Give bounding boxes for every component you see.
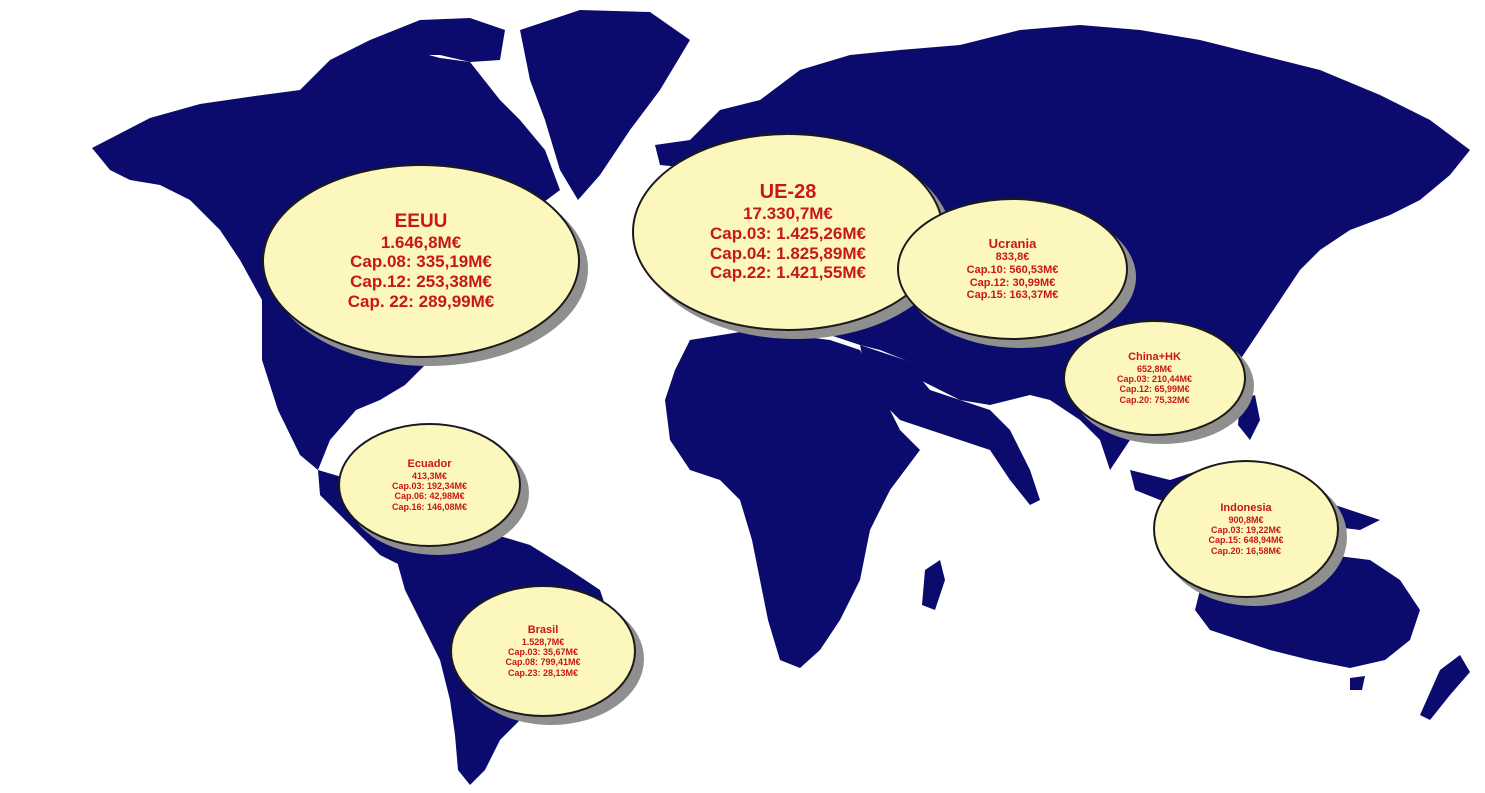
chapter-line: Cap.16: 146,08M€ [391,501,468,512]
region-total: 1.528,7M€ [521,636,565,647]
region-name: Ucrania [988,235,1037,251]
region-name: Indonesia [1220,501,1272,514]
region-total: 652,8M€ [1136,363,1173,374]
chapter-line: Cap.20: 16,58M€ [1210,545,1282,556]
region-total: 833,8€ [995,251,1030,264]
chapter-line: Cap.12: 30,99M€ [969,276,1056,289]
chapter-line: Cap.20: 75,32M€ [1119,394,1190,405]
chapter-line: Cap.12: 65,99M€ [1119,384,1190,395]
chapter-line: Cap. 22: 289,99M€ [347,291,495,311]
callout-eeuu: EEUU 1.646,8M€ Cap.08: 335,19M€ Cap.12: … [262,164,580,358]
region-total: 900,8M€ [1228,514,1264,525]
callout-ucrania: Ucrania 833,8€ Cap.10: 560,53M€ Cap.12: … [897,198,1128,340]
region-name: Ecuador [407,457,452,470]
chapter-line: Cap.15: 648,94M€ [1208,535,1284,546]
madagascar-landmass [922,560,945,610]
arabia-india-landmass [860,345,1040,505]
region-name: UE-28 [759,180,817,203]
greenland-landmass [520,10,690,200]
chapter-line: Cap.03: 35,67M€ [507,646,579,657]
chapter-line: Cap.06: 42,98M€ [394,491,465,502]
region-name: China+HK [1128,350,1181,363]
chapter-line: Cap.03: 192,34M€ [391,480,468,491]
chapter-line: Cap.15: 163,37M€ [966,289,1059,302]
africa-landmass [665,332,920,668]
region-total: 413,3M€ [411,470,448,481]
callout-indonesia: Indonesia 900,8M€ Cap.03: 19,22M€ Cap.15… [1153,460,1339,598]
japan-landmass [1250,255,1295,320]
callout-brasil: Brasil 1.528,7M€ Cap.03: 35,67M€ Cap.08:… [450,585,636,717]
chapter-line: Cap.03: 19,22M€ [1210,524,1282,535]
chapter-line: Cap.12: 253,38M€ [350,272,492,292]
region-name: Brasil [527,623,559,636]
chapter-line: Cap.03: 210,44M€ [1116,373,1193,384]
chapter-line: Cap.03: 1.425,26M€ [710,223,866,243]
arctic-islands-landmass [370,18,505,62]
region-total: 17.330,7M€ [743,204,833,224]
philippines-landmass [1238,395,1260,440]
new-zealand-landmass [1420,655,1470,720]
chapter-line: Cap.04: 1.825,89M€ [710,243,866,263]
callout-china-hk: China+HK 652,8M€ Cap.03: 210,44M€ Cap.12… [1063,320,1246,436]
chapter-line: Cap.08: 799,41M€ [505,657,581,668]
chapter-line: Cap.22: 1.421,55M€ [710,263,866,283]
callout-ecuador: Ecuador 413,3M€ Cap.03: 192,34M€ Cap.06:… [338,423,521,547]
tasmania-landmass [1350,676,1365,690]
chapter-line: Cap.08: 335,19M€ [350,252,492,272]
region-name: EEUU [394,210,448,232]
chapter-line: Cap.10: 560,53M€ [966,263,1059,276]
chapter-line: Cap.23: 28,13M€ [507,667,579,678]
callout-ue-28: UE-28 17.330,7M€ Cap.03: 1.425,26M€ Cap.… [632,133,944,331]
region-total: 1.646,8M€ [380,232,462,252]
